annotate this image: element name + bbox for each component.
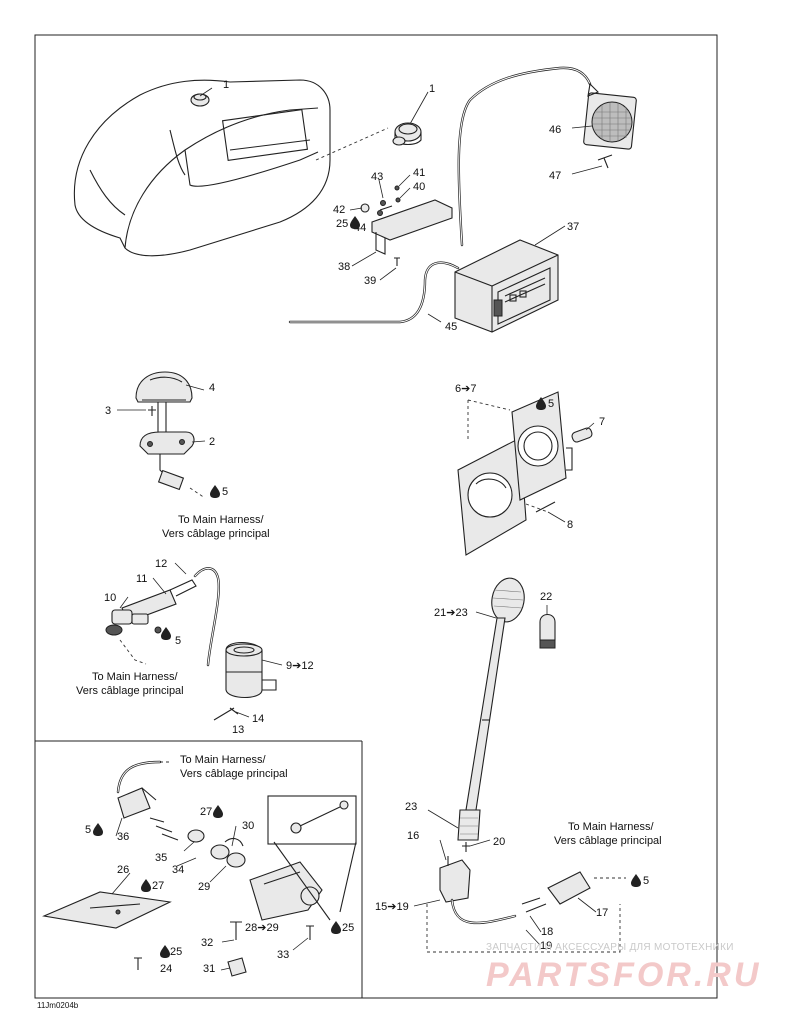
callout-41: 41 <box>413 167 425 179</box>
socket-part-1 <box>392 122 422 146</box>
callout-labels: 1 1 46 47 43 41 40 42 25 44 37 38 39 45 … <box>85 79 649 975</box>
callout-5b: 5 <box>548 398 554 410</box>
gauge-bezel <box>457 391 593 556</box>
callout-4: 4 <box>209 382 215 394</box>
mount-assembly <box>42 760 357 977</box>
watermark-tagline: ЗАПЧАСТИ И АКСЕССУАРЫ ДЛЯ МОТОТЕХНИКИ <box>486 942 734 953</box>
callout-6to7: 6➔7 <box>455 383 476 395</box>
callout-17: 17 <box>596 907 608 919</box>
callout-15to19: 15➔19 <box>375 901 409 913</box>
harness-note-3-fr: Vers câblage principal <box>180 768 288 780</box>
callout-1a: 1 <box>223 79 229 91</box>
harness-note-4-fr: Vers câblage principal <box>554 835 662 847</box>
lubricant-drop-icons <box>93 216 641 958</box>
callout-13: 13 <box>232 724 244 736</box>
drop-icon <box>631 874 641 887</box>
callout-9to12: 9➔12 <box>286 660 314 672</box>
harness-note-4: To Main Harness/ Vers câblage principal <box>554 821 662 847</box>
speaker-grille-46 <box>583 82 637 150</box>
callout-19: 19 <box>540 940 552 952</box>
diagram-frame <box>34 34 718 999</box>
callout-23: 23 <box>405 801 417 813</box>
callout-18: 18 <box>541 926 553 938</box>
callout-32: 32 <box>201 937 213 949</box>
callout-3: 3 <box>105 405 111 417</box>
harness-note-2: To Main Harness/ Vers câblage principal <box>76 671 184 697</box>
callout-33: 33 <box>277 949 289 961</box>
callout-40: 40 <box>413 181 425 193</box>
lever-21-23 <box>439 577 591 925</box>
callout-31: 31 <box>203 963 215 975</box>
callout-34: 34 <box>172 864 184 876</box>
callout-35: 35 <box>155 852 167 864</box>
harness-note-1: To Main Harness/ Vers câblage principal <box>162 514 270 540</box>
callout-39: 39 <box>364 275 376 287</box>
callout-43: 43 <box>371 171 383 183</box>
callout-20: 20 <box>493 836 505 848</box>
harness-note-2-en: To Main Harness/ <box>92 671 179 683</box>
callout-8: 8 <box>567 519 573 531</box>
callout-36: 36 <box>117 831 129 843</box>
callout-5c: 5 <box>175 635 181 647</box>
callout-26: 26 <box>117 864 129 876</box>
bulb-22 <box>539 613 556 649</box>
watermark-logo: PARTSFOR.RU <box>486 956 761 994</box>
harness-note-1-fr: Vers câblage principal <box>162 528 270 540</box>
harness-note-2-fr: Vers câblage principal <box>76 685 184 697</box>
drop-icon <box>331 921 341 934</box>
callout-11: 11 <box>136 573 147 585</box>
callout-25c: 25 <box>170 946 182 958</box>
drop-icon <box>536 397 546 410</box>
drawing-reference: 11Jm0204b <box>37 1001 79 1010</box>
callout-21to23: 21➔23 <box>434 607 468 619</box>
callout-27a: 27 <box>200 806 212 818</box>
console-housing <box>73 79 331 257</box>
callout-25a: 25 <box>336 218 348 230</box>
bracket-38-44 <box>360 185 453 266</box>
watermark: ЗАПЧАСТИ И АКСЕССУАРЫ ДЛЯ МОТОТЕХНИКИ PA… <box>486 942 761 994</box>
callout-14: 14 <box>252 713 264 725</box>
drop-icon <box>210 485 220 498</box>
callout-12a: 12 <box>155 558 167 570</box>
callout-28to29: 28➔29 <box>245 922 279 934</box>
radio-unit-37 <box>454 239 559 333</box>
callout-10: 10 <box>104 592 116 604</box>
callout-1b: 1 <box>429 83 435 95</box>
callout-47: 47 <box>549 170 561 182</box>
callout-5e: 5 <box>643 875 649 887</box>
callout-29a: 29 <box>198 881 210 893</box>
callout-46: 46 <box>549 124 561 136</box>
callout-16: 16 <box>407 830 419 842</box>
drop-icon <box>93 823 103 836</box>
callout-27b: 27 <box>152 880 164 892</box>
drop-icon <box>160 945 170 958</box>
drop-icon <box>161 627 171 640</box>
callout-2: 2 <box>209 436 215 448</box>
harness-note-3-en: To Main Harness/ <box>180 754 267 766</box>
callout-22: 22 <box>540 591 552 603</box>
harness-note-4-en: To Main Harness/ <box>568 821 655 833</box>
socket-harness-assembly <box>105 567 277 721</box>
drop-icon <box>141 879 151 892</box>
callout-25b: 25 <box>342 922 354 934</box>
rear-light-assembly <box>135 371 195 491</box>
callout-42: 42 <box>333 204 345 216</box>
callout-24: 24 <box>160 963 172 975</box>
callout-5a: 5 <box>222 486 228 498</box>
callout-38: 38 <box>338 261 350 273</box>
drop-icon <box>350 216 360 229</box>
callout-5d: 5 <box>85 824 91 836</box>
harness-note-3: To Main Harness/ Vers câblage principal <box>180 754 288 780</box>
callout-37: 37 <box>567 221 579 233</box>
harness-note-1-en: To Main Harness/ <box>178 514 265 526</box>
callout-45: 45 <box>445 321 457 333</box>
callout-30: 30 <box>242 820 254 832</box>
drop-icon <box>213 805 223 818</box>
callout-7: 7 <box>599 416 605 428</box>
